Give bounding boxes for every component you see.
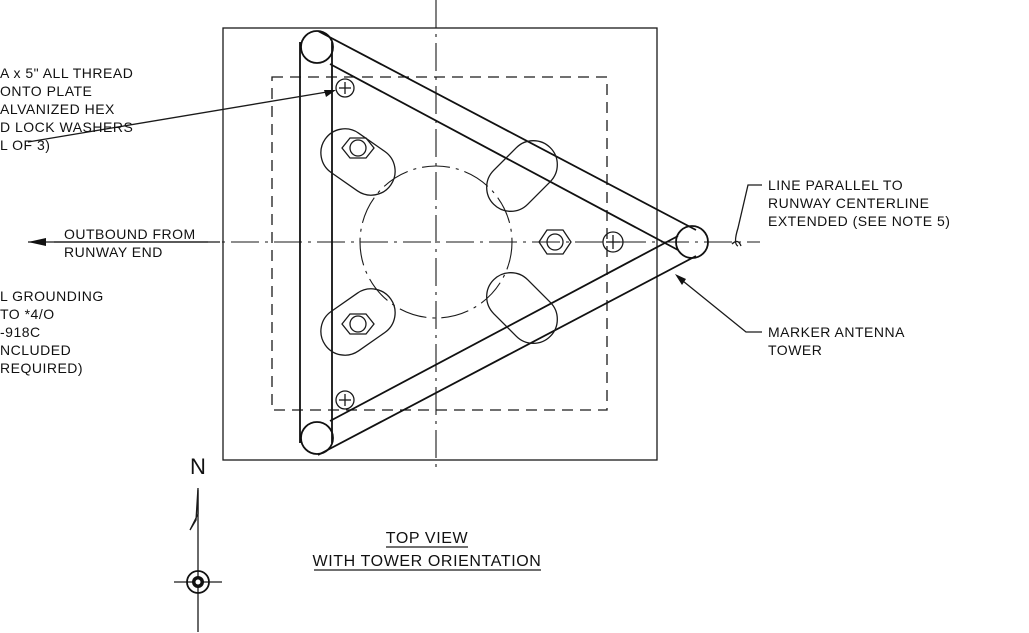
note-line: RUNWAY END xyxy=(64,244,163,260)
grounding-note: L GROUNDING TO *4/O -918C NCLUDED REQUIR… xyxy=(0,288,104,376)
note-line: RUNWAY CENTERLINE xyxy=(768,195,929,211)
note-line: TOWER xyxy=(768,342,822,358)
view-title: TOP VIEW WITH TOWER ORIENTATION xyxy=(313,530,542,571)
view-title-line1: TOP VIEW xyxy=(386,530,469,547)
tower-leg-right xyxy=(675,225,709,259)
north-arrow xyxy=(174,487,222,632)
marker-antenna-leader xyxy=(677,276,762,333)
marker-antenna-leader-arrow xyxy=(675,274,686,285)
outbound-note: OUTBOUND FROM RUNWAY END xyxy=(64,226,196,260)
note-line: TO *4/O xyxy=(0,306,55,322)
note-line: A x 5" ALL THREAD xyxy=(0,65,133,81)
thread-rod-top xyxy=(335,78,355,98)
view-title-line2: WITH TOWER ORIENTATION xyxy=(313,553,542,570)
foundation-dashed-outline xyxy=(271,76,608,411)
thread-rod-bottom xyxy=(335,390,355,410)
note-line: MARKER ANTENNA xyxy=(768,324,905,340)
parallel-line-note: LINE PARALLEL TO RUNWAY CENTERLINE EXTEN… xyxy=(768,177,950,229)
thread-rod-leader-arrow xyxy=(324,90,336,97)
note-line: OUTBOUND FROM xyxy=(64,226,196,242)
tower-leg-top xyxy=(300,30,334,64)
tower-triangle xyxy=(299,30,697,456)
thread-rod-note: A x 5" ALL THREAD ONTO PLATE ALVANIZED H… xyxy=(0,65,133,153)
north-label: N xyxy=(190,454,207,479)
note-line: -918C xyxy=(0,324,41,340)
note-line: REQUIRED) xyxy=(0,360,83,376)
note-line: NCLUDED xyxy=(0,342,71,358)
note-line: D LOCK WASHERS xyxy=(0,119,133,135)
note-line: ONTO PLATE xyxy=(0,83,92,99)
base-plate-outline xyxy=(222,27,658,461)
note-line: L OF 3) xyxy=(0,137,50,153)
marker-antenna-note: MARKER ANTENNA TOWER xyxy=(768,324,905,358)
note-line: EXTENDED (SEE NOTE 5) xyxy=(768,213,950,229)
parallel-line-leader xyxy=(734,184,762,247)
hex-nut-upper xyxy=(341,137,375,159)
thread-rod-right xyxy=(602,231,624,253)
thread-rod-leader xyxy=(27,90,334,143)
note-line: L GROUNDING xyxy=(0,288,104,304)
slot-bracket-upper-left xyxy=(320,128,396,196)
parallel-line-leader-tip xyxy=(731,240,742,247)
tower-leg-bottom xyxy=(300,421,334,455)
note-line: ALVANIZED HEX xyxy=(0,101,115,117)
hex-nut-right xyxy=(538,229,572,255)
slot-bracket-upper-right xyxy=(486,140,558,212)
note-line: LINE PARALLEL TO xyxy=(768,177,903,193)
slot-bracket-lower-right xyxy=(486,272,558,344)
bolt-circle xyxy=(359,165,513,319)
hex-nut-lower xyxy=(341,313,375,335)
slot-bracket-lower-left xyxy=(320,288,396,356)
outbound-arrowhead xyxy=(28,238,46,246)
